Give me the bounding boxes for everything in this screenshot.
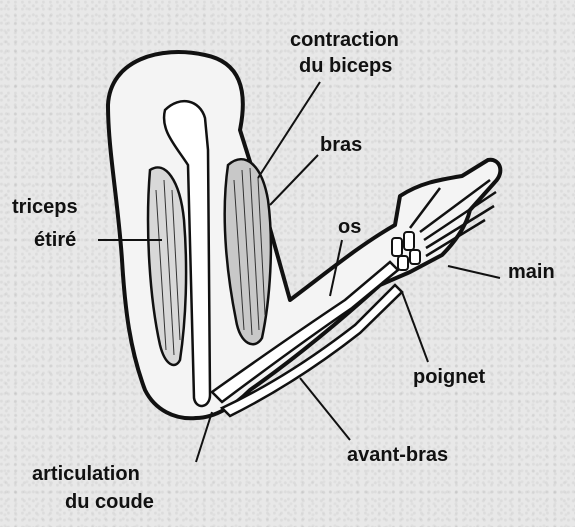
- label-biceps-line2: du biceps: [299, 54, 392, 78]
- label-poignet: poignet: [413, 365, 485, 389]
- label-bras: bras: [320, 133, 362, 157]
- label-coude-line2: du coude: [65, 490, 154, 514]
- label-avant-bras: avant-bras: [347, 443, 448, 467]
- label-coude-line1: articulation: [32, 462, 140, 486]
- label-triceps-line1: triceps: [12, 195, 78, 219]
- label-triceps-line2: étiré: [34, 228, 76, 252]
- label-main: main: [508, 260, 555, 284]
- label-biceps-line1: contraction: [290, 28, 399, 52]
- label-os: os: [338, 215, 361, 239]
